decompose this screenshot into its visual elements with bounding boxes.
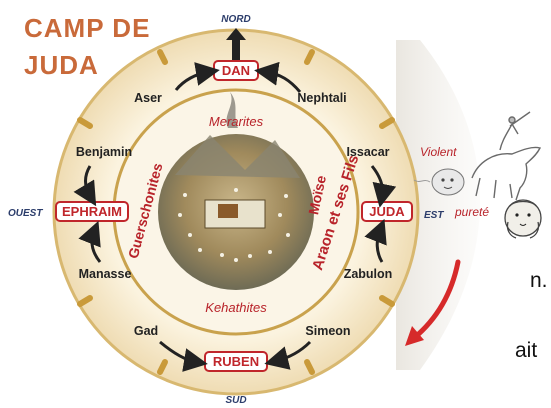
banner-ruben-label: RUBEN — [213, 354, 259, 369]
banner-ephraim: EPHRAIM — [55, 201, 129, 222]
tabernacle-scene — [175, 92, 300, 262]
direction-west: OUEST — [8, 208, 43, 219]
banner-ruben: RUBEN — [204, 351, 268, 372]
banner-juda: JUDA — [361, 201, 413, 222]
symbol-violent-label: Violent — [420, 145, 457, 159]
arrow-manasse-ephraim-icon — [78, 220, 102, 263]
tribe-manasse: Manasse — [79, 267, 132, 281]
arrow-gad-ruben-icon — [159, 340, 208, 372]
arrow-issacar-juda-icon — [370, 165, 397, 208]
tribe-simeon: Simeon — [305, 324, 350, 338]
arrow-aser-dan-icon — [174, 62, 220, 91]
red-direction-arrow-icon — [411, 259, 461, 341]
direction-south: SUD — [225, 395, 246, 406]
arrow-simeon-ruben-icon — [264, 340, 312, 370]
flow-arrows — [73, 61, 397, 372]
tribe-nephtali: Nephtali — [297, 91, 346, 105]
title-line1: CAMP DE — [24, 13, 150, 43]
north-arrow-icon — [226, 28, 246, 62]
ring-ticks — [77, 49, 395, 375]
tribe-aser: Aser — [134, 91, 162, 105]
tribe-benjamin: Benjamin — [76, 145, 132, 159]
lion-head-icon — [504, 199, 542, 239]
east-beam — [396, 40, 480, 370]
banner-dan: DAN — [213, 60, 259, 81]
arrow-zabulon-juda-icon — [364, 218, 387, 263]
banner-juda-label: JUDA — [369, 204, 405, 219]
red-arrowhead-icon — [405, 326, 424, 346]
title-line2: JUDA — [24, 50, 99, 80]
levite-top-label: Merarites — [209, 114, 264, 129]
banner-dan-label: DAN — [222, 63, 250, 78]
horse-rider-icon — [471, 111, 542, 201]
direction-north: NORD — [221, 14, 250, 25]
symbol-purete-label: pureté — [454, 205, 489, 219]
page-edge-fragment-ait: ait — [515, 339, 537, 362]
page-edge-fragment-n: n. — [530, 269, 548, 292]
tribe-issacar: Issacar — [346, 145, 389, 159]
arrow-nephtali-dan-icon — [254, 61, 302, 93]
direction-east: EST — [424, 210, 444, 221]
levite-bottom-label: Kehathites — [205, 300, 267, 315]
banner-ephraim-label: EPHRAIM — [62, 204, 122, 219]
arrow-benjamin-ephraim-icon — [73, 165, 97, 207]
tribe-zabulon: Zabulon — [344, 267, 393, 281]
tribe-gad: Gad — [134, 324, 158, 338]
wind-face-icon — [413, 168, 465, 196]
